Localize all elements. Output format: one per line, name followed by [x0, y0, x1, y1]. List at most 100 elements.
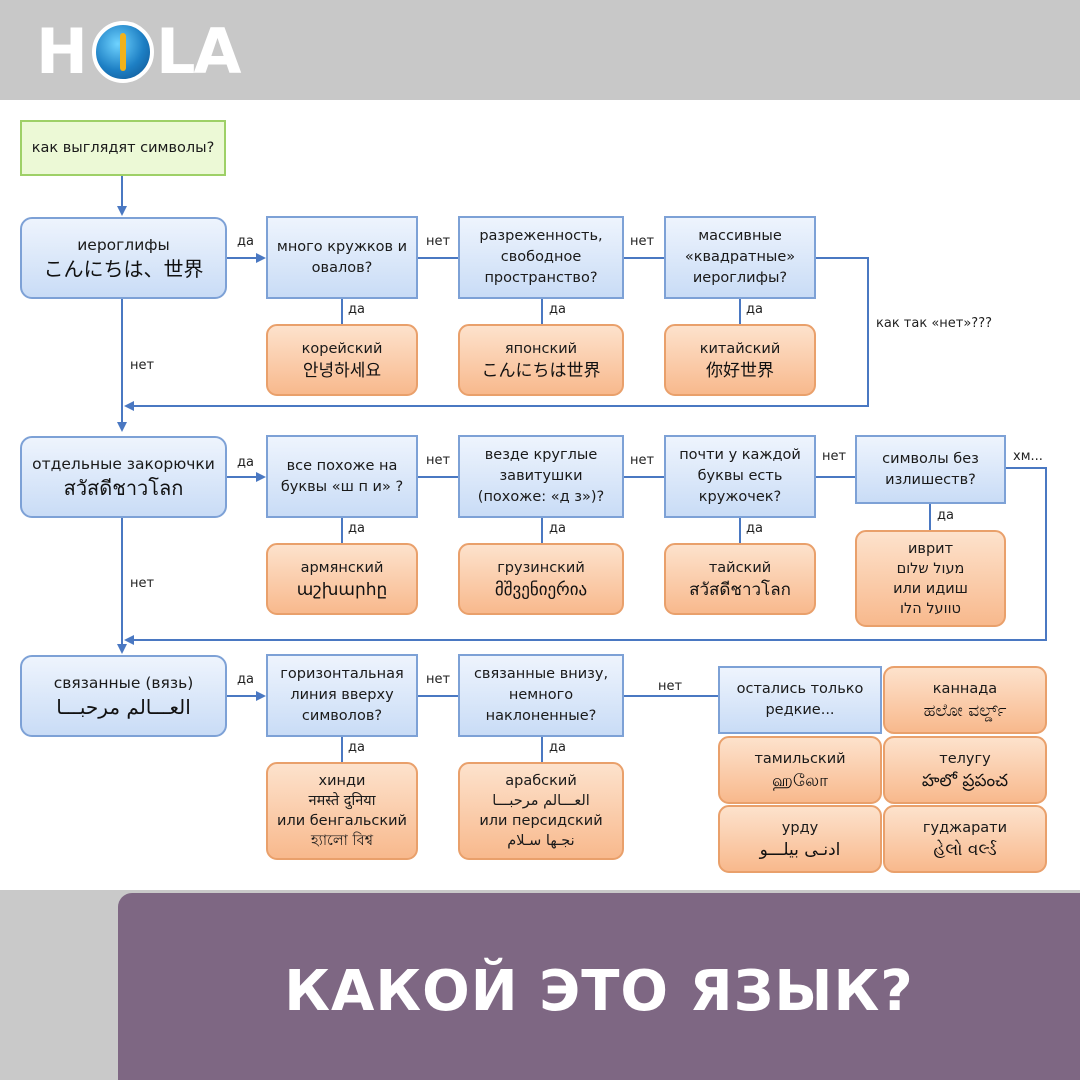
- answer-hebrew: иврит מעול שלום или идиш טוועל הלו: [855, 530, 1006, 627]
- label-no: нет: [426, 234, 451, 249]
- answer-tamil-sample: ஹலோ: [772, 770, 828, 791]
- answer-bengali-label: или бенгальский: [277, 813, 407, 829]
- answer-armenian-sample: աշխարհը: [296, 579, 388, 600]
- answer-chinese: китайский 你好世界: [664, 324, 816, 396]
- question-plain-text: символы без излишеств?: [882, 450, 979, 488]
- answer-telugu-sample: హలో ప్రపంచ: [921, 770, 1009, 791]
- label-hmm: хм...: [1013, 449, 1043, 464]
- start-question: как выглядят символы?: [20, 120, 226, 176]
- answer-yiddish-label: или идиш: [893, 580, 968, 597]
- answer-telugu-name: телугу: [939, 750, 991, 767]
- answer-kannada-sample: ಹಲೋ ವರ್ಲ್ಡ್: [923, 700, 1007, 721]
- connected-sample: العـــالم مرحبـــا: [56, 694, 191, 719]
- answer-thai-sample: สวัสดีชาวโลก: [689, 579, 791, 600]
- answer-thai: тайский สวัสดีชาวโลก: [664, 543, 816, 615]
- hieroglyphs-sample: こんにちは、世界: [43, 256, 204, 281]
- label-no: нет: [130, 576, 155, 591]
- label-yes: да: [237, 234, 254, 249]
- connected-node: связанные (вязь) العـــالم مرحبـــا: [20, 655, 227, 737]
- flowchart: как выглядят символы? иероглифы こんにちは、世界…: [0, 100, 1080, 890]
- connector-lines: [117, 176, 1047, 762]
- label-no: нет: [630, 234, 655, 249]
- squiggles-sample: สวัสดีชาวโลก: [63, 475, 184, 500]
- question-loop: почти у каждой буквы есть кружочек?: [664, 435, 816, 518]
- answer-gujarati-name: гуджарати: [922, 819, 1008, 836]
- question-circles: много кружков и овалов?: [266, 216, 418, 299]
- answer-tamil: тамильский ஹலோ: [718, 736, 882, 804]
- question-shpi: все похоже на буквы «ш п и» ?: [266, 435, 418, 518]
- answer-hindi-sample: नमस्ते दुनिया: [308, 793, 376, 809]
- label-no: нет: [426, 672, 451, 687]
- hieroglyphs-node: иероглифы こんにちは、世界: [20, 217, 227, 299]
- label-no: нет: [822, 449, 847, 464]
- label-yes: да: [549, 302, 566, 317]
- answer-armenian: армянский աշխարհը: [266, 543, 418, 615]
- answer-gujarati: гуджарати હેલો વર્લ્ડ: [883, 805, 1047, 873]
- question-plain: символы без излишеств?: [855, 435, 1006, 504]
- squiggles-node: отдельные закорючки สวัสดีชาวโลก: [20, 436, 227, 518]
- answer-bengali-sample: হ্যালো বিশ্ব: [311, 833, 373, 849]
- question-sparse: разреженность, свободное пространство?: [458, 216, 624, 299]
- answer-armenian-name: армянский: [300, 559, 384, 576]
- label-no: нет: [426, 453, 451, 468]
- answer-hebrew-sample: מעול שלום: [896, 560, 965, 577]
- question-round: везде круглые завитушки (похоже: «д з»)?: [458, 435, 624, 518]
- answer-japanese-sample: こんにちは世界: [481, 360, 601, 381]
- answer-urdu: урду ادنـی بیلـــو: [718, 805, 882, 873]
- question-rare: остались только редкие...: [718, 666, 882, 734]
- label-yes: да: [237, 455, 254, 470]
- question-circles-text: много кружков и овалов?: [276, 238, 408, 276]
- answer-tamil-name: тамильский: [754, 750, 846, 767]
- answer-persian-sample: نجـها سـلام: [507, 833, 575, 849]
- label-yes: да: [549, 521, 566, 536]
- logo-text-right: LA: [156, 15, 241, 88]
- answer-georgian-sample: მშვენიერია: [494, 579, 588, 600]
- label-yes: да: [348, 521, 365, 536]
- answer-yiddish-sample: טוועל הלו: [900, 600, 961, 617]
- question-slanted-text: связанные внизу, немного наклоненные?: [473, 666, 609, 724]
- question-loop-text: почти у каждой буквы есть кружочек?: [679, 447, 801, 505]
- answer-arabic-sample: العـــالم مرحبـــا: [492, 793, 590, 809]
- question-rare-text: остались только редкие...: [736, 681, 864, 718]
- footer-banner: КАКОЙ ЭТО ЯЗЫК?: [118, 893, 1080, 1080]
- answer-chinese-sample: 你好世界: [706, 360, 774, 381]
- globe-icon: [92, 21, 154, 83]
- answer-korean: корейский 안녕하세요: [266, 324, 418, 396]
- label-yes: да: [348, 302, 365, 317]
- label-yes: да: [746, 302, 763, 317]
- answer-urdu-sample: ادنـی بیلـــو: [759, 839, 841, 860]
- logo-text-left: H: [36, 15, 88, 88]
- question-sparse-text: разреженность, свободное пространство?: [479, 228, 603, 286]
- answer-chinese-name: китайский: [699, 340, 781, 357]
- label-yes: да: [348, 740, 365, 755]
- top-bar: H LA: [0, 0, 1080, 100]
- label-no: нет: [130, 358, 155, 373]
- answer-gujarati-sample: હેલો વર્લ્ડ: [933, 839, 997, 860]
- hola-logo: H LA: [36, 15, 241, 88]
- label-yes: да: [237, 672, 254, 687]
- label-yes: да: [746, 521, 763, 536]
- answer-japanese-name: японский: [504, 340, 578, 357]
- answer-telugu: телугу హలో ప్రపంచ: [883, 736, 1047, 804]
- answer-korean-sample: 안녕하세요: [302, 360, 382, 381]
- answer-arabic: арабский العـــالم مرحبـــا или персидск…: [458, 762, 624, 860]
- start-question-text: как выглядят символы?: [31, 139, 215, 156]
- question-round-text: везде круглые завитушки (похоже: «д з»)?: [477, 447, 605, 505]
- label-no: нет: [658, 679, 683, 694]
- answer-korean-name: корейский: [301, 340, 383, 357]
- question-square: массивные «квадратные» иероглифы?: [664, 216, 816, 299]
- answer-japanese: японский こんにちは世界: [458, 324, 624, 396]
- connected-title: связанные (вязь): [53, 673, 194, 692]
- question-topline: горизонтальная линия вверху символов?: [266, 654, 418, 737]
- hieroglyphs-title: иероглифы: [77, 235, 170, 254]
- answer-thai-name: тайский: [708, 559, 772, 576]
- label-yes: да: [549, 740, 566, 755]
- answer-hindi: хинди नमस्ते दुनिया или бенгальский হ্যা…: [266, 762, 418, 860]
- question-slanted: связанные внизу, немного наклоненные?: [458, 654, 624, 737]
- answer-georgian: грузинский მშვენიერია: [458, 543, 624, 615]
- answer-persian-label: или персидский: [479, 813, 603, 829]
- question-shpi-text: все похоже на буквы «ш п и» ?: [280, 457, 404, 495]
- footer-title: КАКОЙ ЭТО ЯЗЫК?: [284, 959, 914, 1024]
- label-yes: да: [937, 508, 954, 523]
- squiggles-title: отдельные закорючки: [32, 454, 215, 473]
